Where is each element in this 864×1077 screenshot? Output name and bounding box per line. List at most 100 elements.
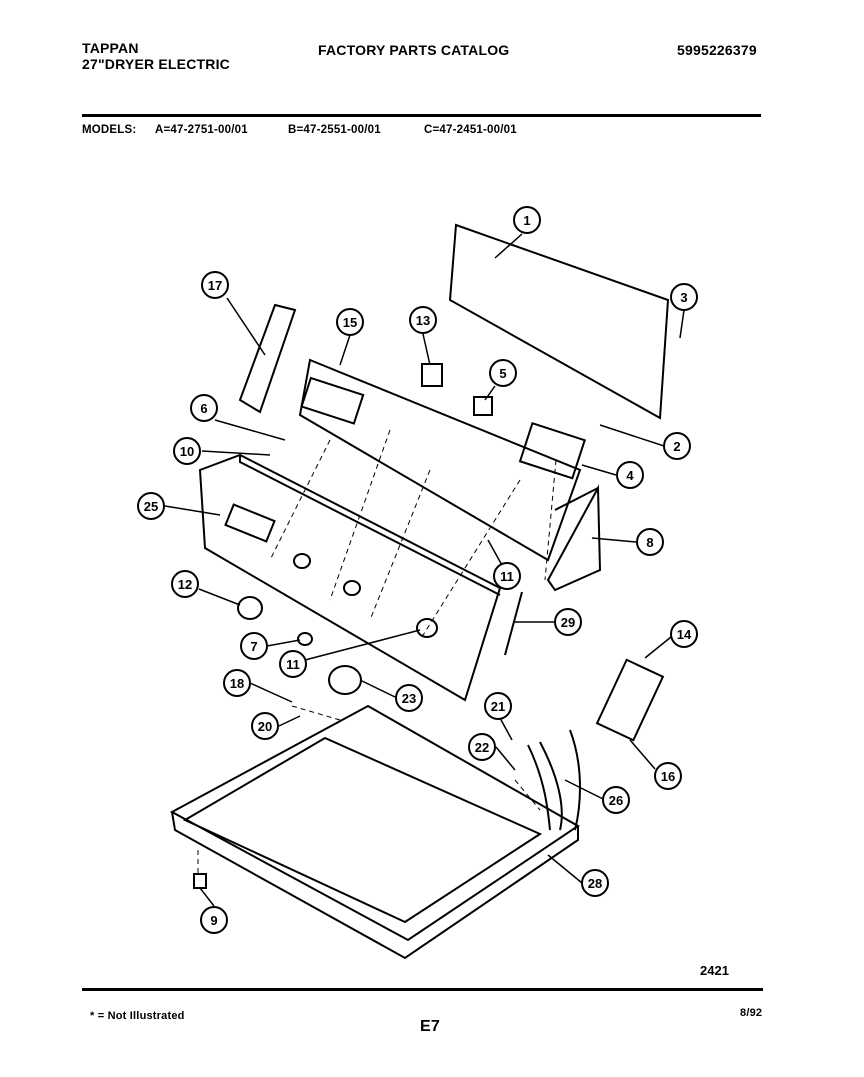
callout-c28: 28 — [581, 869, 609, 897]
callout-circle — [616, 461, 644, 489]
callout-number: 13 — [416, 313, 430, 328]
brand-name: TAPPAN — [82, 40, 139, 56]
part-16-switch — [595, 658, 665, 742]
callout-number: 4 — [626, 468, 634, 483]
callout-number: 11 — [500, 569, 514, 584]
callout-circle — [670, 283, 698, 311]
callout-c1: 1 — [513, 206, 541, 234]
callout-circle — [240, 632, 268, 660]
callout-number: 2 — [673, 439, 680, 454]
callout-number: 26 — [609, 793, 623, 808]
callout-circle — [409, 306, 437, 334]
callout-number: 16 — [661, 769, 675, 784]
callout-c11b: 11 — [279, 650, 307, 678]
footnote: * = Not Illustrated — [90, 1010, 185, 1022]
callout-number: 6 — [200, 401, 207, 416]
callout-circle — [173, 437, 201, 465]
callout-number: 12 — [178, 577, 192, 592]
callout-c14: 14 — [670, 620, 698, 648]
part-1-back-panel — [448, 223, 670, 420]
callout-c8: 8 — [636, 528, 664, 556]
callout-number: 15 — [343, 315, 357, 330]
callout-c11a: 11 — [493, 562, 521, 590]
callout-c6: 6 — [190, 394, 218, 422]
callout-circle — [201, 271, 229, 299]
callout-number: 25 — [144, 499, 158, 514]
callout-c18: 18 — [223, 669, 251, 697]
callout-c29: 29 — [554, 608, 582, 636]
part-8-end-cap — [546, 484, 602, 592]
callout-circle — [663, 432, 691, 460]
callout-number: 1 — [523, 213, 530, 228]
callout-number: 28 — [588, 876, 602, 891]
part-26-harness — [527, 744, 551, 831]
callout-c16: 16 — [654, 762, 682, 790]
part-15-cutout — [300, 376, 365, 425]
callout-c20: 20 — [251, 712, 279, 740]
model-b: B=47-2551-00/01 — [288, 124, 381, 136]
callout-circle — [636, 528, 664, 556]
callout-number: 23 — [402, 691, 416, 706]
callout-c17: 17 — [201, 271, 229, 299]
part-25-console-front — [198, 453, 502, 702]
product-name: 27"DRYER ELECTRIC — [82, 56, 230, 72]
part-13-bushing — [421, 363, 443, 387]
callout-circle — [200, 906, 228, 934]
callout-c2: 2 — [663, 432, 691, 460]
catalog-title: FACTORY PARTS CATALOG — [318, 42, 510, 58]
callout-circle — [493, 562, 521, 590]
figure-code: 2421 — [700, 963, 729, 978]
callout-circle — [395, 684, 423, 712]
callout-c4: 4 — [616, 461, 644, 489]
part-28-top-opening — [182, 736, 543, 924]
callout-circle — [484, 692, 512, 720]
callout-circle — [223, 669, 251, 697]
callout-circle — [336, 308, 364, 336]
callout-c3: 3 — [670, 283, 698, 311]
callout-c25: 25 — [137, 492, 165, 520]
callout-circle — [251, 712, 279, 740]
callout-number: 18 — [230, 676, 244, 691]
callout-circle — [654, 762, 682, 790]
part-25-window — [224, 503, 276, 543]
callout-circle — [468, 733, 496, 761]
part-15-control-panel — [298, 358, 582, 562]
callout-circle — [513, 206, 541, 234]
callout-number: 3 — [680, 290, 687, 305]
callout-number: 21 — [491, 699, 505, 714]
callout-number: 7 — [250, 639, 257, 654]
page-number: E7 — [420, 1018, 440, 1035]
callout-circle — [279, 650, 307, 678]
callout-c22: 22 — [468, 733, 496, 761]
callout-circle — [171, 570, 199, 598]
callout-number: 9 — [210, 913, 217, 928]
part-4-timer — [518, 421, 586, 480]
part-7-knob — [297, 632, 313, 646]
part-12-knob — [237, 596, 263, 620]
callout-c5: 5 — [489, 359, 517, 387]
callout-number: 11 — [286, 657, 300, 672]
callout-c9: 9 — [200, 906, 228, 934]
callout-number: 29 — [561, 615, 575, 630]
callout-c26: 26 — [602, 786, 630, 814]
callout-number: 20 — [258, 719, 272, 734]
model-a: A=47-2751-00/01 — [155, 124, 248, 136]
callout-c12: 12 — [171, 570, 199, 598]
callout-circle — [190, 394, 218, 422]
part-29-rod — [504, 591, 523, 656]
callout-c21: 21 — [484, 692, 512, 720]
models-label: MODELS: — [82, 124, 137, 136]
part-17-bracket — [238, 303, 297, 414]
revision-date: 8/92 — [740, 1007, 763, 1019]
callout-number: 14 — [677, 627, 692, 642]
callout-circle — [554, 608, 582, 636]
callout-number: 5 — [499, 366, 506, 381]
header-rule — [82, 114, 761, 117]
footer-rule — [82, 988, 763, 991]
catalog-part-number: 5995226379 — [677, 42, 757, 58]
callout-circle — [137, 492, 165, 520]
callout-c7: 7 — [240, 632, 268, 660]
callout-c15: 15 — [336, 308, 364, 336]
callout-number: 17 — [208, 278, 222, 293]
